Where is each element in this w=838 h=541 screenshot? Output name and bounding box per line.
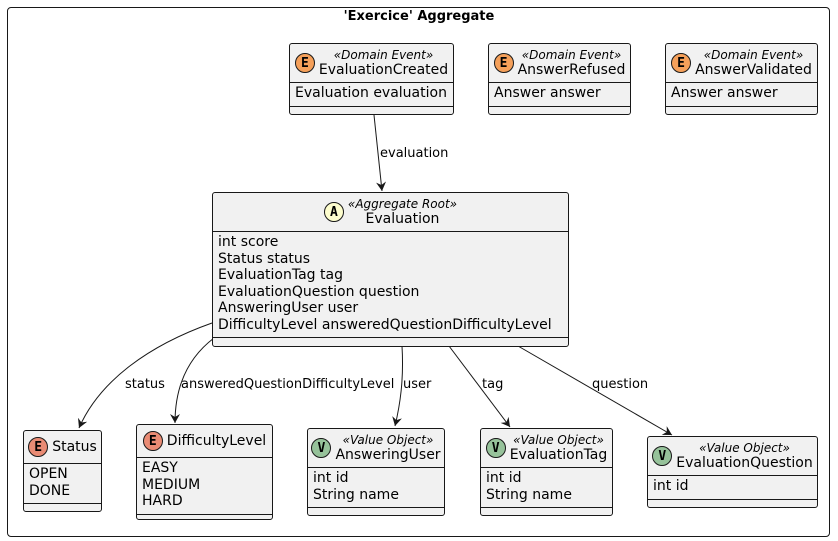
value-object-badge-icon: V <box>652 446 673 466</box>
class-fields: int id String name <box>481 468 612 508</box>
class-evaluation[interactable]: A «Aggregate Root» Evaluation int score … <box>212 192 569 347</box>
class-status[interactable]: E Status OPEN DONE <box>23 430 102 512</box>
class-name: EvaluationQuestion <box>676 455 813 471</box>
class-header: E «Domain Event» EvaluationCreated <box>290 44 453 83</box>
edge-evaluation-to-user <box>392 345 403 427</box>
class-field: EvaluationTag tag <box>218 267 343 283</box>
class-field: Answer answer <box>494 85 601 101</box>
class-name: Status <box>52 439 97 455</box>
class-stereotype: «Value Object» <box>342 433 434 447</box>
class-evaluation-question[interactable]: V «Value Object» EvaluationQuestion int … <box>647 436 818 508</box>
class-stereotype: «Aggregate Root» <box>347 197 458 211</box>
class-field: EASY <box>142 460 178 476</box>
class-header: E DifficultyLevel <box>137 425 272 458</box>
class-header: A «Aggregate Root» Evaluation <box>213 193 568 232</box>
class-field: MEDIUM <box>142 476 201 493</box>
edge-evaluation-to-status <box>78 322 213 429</box>
enum-badge-icon: E <box>28 437 49 457</box>
class-field: int score <box>218 234 279 250</box>
class-name: AnswerRefused <box>517 62 626 78</box>
edge-evaluation-created-to-evaluation <box>373 114 387 192</box>
edge-label-status: status <box>125 377 165 392</box>
class-name: EvaluationTag <box>509 447 608 463</box>
edge-label-evaluation: evaluation <box>380 146 449 161</box>
class-fields: int score Status status EvaluationTag ta… <box>213 232 568 338</box>
class-stereotype: «Value Object» <box>699 441 790 455</box>
class-difficulty-level[interactable]: E DifficultyLevel EASY MEDIUM HARD <box>136 424 273 520</box>
edge-label-difficulty: answeredQuestionDifficultyLevel <box>181 377 395 392</box>
domain-event-badge-icon: E <box>671 53 692 73</box>
value-object-badge-icon: V <box>485 438 506 458</box>
class-field: EvaluationQuestion question <box>218 283 420 300</box>
class-field: int id <box>486 470 522 486</box>
class-answer-validated[interactable]: E «Domain Event» AnswerValidated Answer … <box>665 43 818 115</box>
value-object-badge-icon: V <box>311 438 332 458</box>
class-field: OPEN <box>29 466 68 482</box>
class-stereotype: «Domain Event» <box>333 48 434 62</box>
class-stereotype: «Value Object» <box>513 433 604 447</box>
class-answering-user[interactable]: V «Value Object» AnsweringUser int id St… <box>307 428 445 516</box>
class-evaluation-created[interactable]: E «Domain Event» EvaluationCreated Evalu… <box>289 43 454 115</box>
class-field: String name <box>486 486 572 503</box>
class-field: String name <box>313 486 399 503</box>
class-fields: Answer answer <box>489 83 630 107</box>
class-name: AnswerValidated <box>695 62 812 78</box>
class-header: E «Domain Event» AnswerValidated <box>666 44 817 83</box>
class-header: V «Value Object» AnsweringUser <box>308 429 444 468</box>
edge-evaluation-to-tag <box>448 345 511 428</box>
edge-label-tag: tag <box>482 377 504 392</box>
class-fields: int id String name <box>308 468 444 508</box>
class-field: int id <box>653 478 689 494</box>
edge-label-question: question <box>592 377 649 392</box>
class-field: Status status <box>218 250 311 267</box>
edge-label-user: user <box>403 377 432 392</box>
class-stereotype: «Domain Event» <box>703 48 804 62</box>
aggregate-frame <box>7 7 830 537</box>
class-stereotype: «Domain Event» <box>521 48 622 62</box>
class-fields: OPEN DONE <box>24 464 101 504</box>
class-field: Evaluation evaluation <box>295 85 447 101</box>
class-name: Evaluation <box>365 211 440 227</box>
enum-badge-icon: E <box>142 431 163 451</box>
class-field: HARD <box>142 493 183 509</box>
class-name: AnsweringUser <box>335 447 441 463</box>
domain-event-badge-icon: E <box>294 53 315 73</box>
class-header: E Status <box>24 431 101 464</box>
class-fields: Evaluation evaluation <box>290 83 453 107</box>
class-fields: int id <box>648 476 817 500</box>
class-field: Answer answer <box>671 85 778 101</box>
edge-evaluation-to-difficulty <box>170 337 215 424</box>
aggregate-title: 'Exercice' Aggregate <box>343 9 495 24</box>
class-header: V «Value Object» EvaluationQuestion <box>648 437 817 476</box>
class-field: DONE <box>29 482 71 499</box>
domain-event-badge-icon: E <box>493 53 514 73</box>
class-fields: EASY MEDIUM HARD <box>137 458 272 515</box>
class-header: E «Domain Event» AnswerRefused <box>489 44 630 83</box>
class-fields: Answer answer <box>666 83 817 107</box>
class-answer-refused[interactable]: E «Domain Event» AnswerRefused Answer an… <box>488 43 631 115</box>
class-field: int id <box>313 470 349 486</box>
class-name: DifficultyLevel <box>166 433 267 449</box>
edge-evaluation-to-question <box>517 345 673 436</box>
class-header: V «Value Object» EvaluationTag <box>481 429 612 468</box>
class-evaluation-tag[interactable]: V «Value Object» EvaluationTag int id St… <box>480 428 613 516</box>
aggregate-root-badge-icon: A <box>323 202 344 222</box>
class-name: EvaluationCreated <box>318 62 449 78</box>
class-field: DifficultyLevel answeredQuestionDifficul… <box>218 316 552 333</box>
class-field: AnsweringUser user <box>218 300 359 316</box>
